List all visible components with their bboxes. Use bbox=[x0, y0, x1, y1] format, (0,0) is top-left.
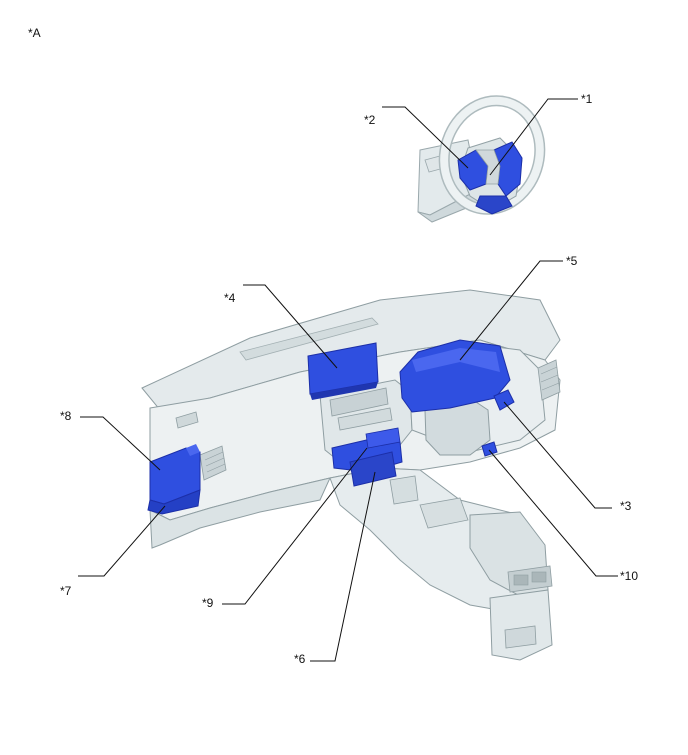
dashboard-icon bbox=[141, 289, 561, 661]
callout-9: *9 bbox=[202, 596, 214, 610]
callout-3: *3 bbox=[620, 499, 632, 513]
callout-4: *4 bbox=[224, 291, 236, 305]
steering-wheel-icon bbox=[417, 95, 546, 223]
callout-8: *8 bbox=[60, 409, 72, 423]
callout-5: *5 bbox=[566, 254, 578, 268]
callout-6: *6 bbox=[294, 652, 306, 666]
callout-1: *1 bbox=[581, 92, 593, 106]
passenger-ecu-lower bbox=[147, 489, 201, 515]
leader-lines bbox=[78, 98, 618, 662]
callout-7: *7 bbox=[60, 584, 72, 598]
callout-10: *10 bbox=[620, 569, 638, 583]
meter-side-switch bbox=[493, 389, 515, 411]
figure-label: *A bbox=[28, 26, 41, 40]
under-dash-sensor bbox=[481, 441, 498, 457]
center-module-lower bbox=[349, 451, 397, 487]
callout-2: *2 bbox=[364, 113, 376, 127]
